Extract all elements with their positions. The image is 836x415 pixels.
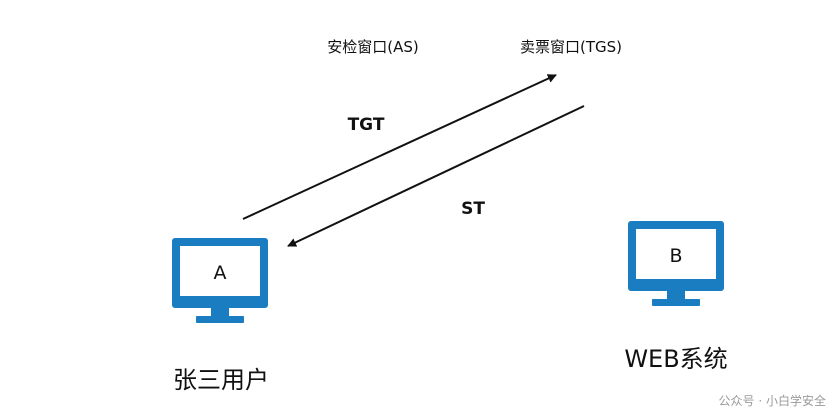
monitor-icon: B — [628, 221, 724, 306]
monitor-icon: A — [172, 238, 268, 323]
monitor-b-base — [652, 299, 700, 306]
as-window-label: 安检窗口(AS) — [327, 38, 419, 56]
monitor-a-letter: A — [214, 262, 227, 284]
monitor-b-neck — [667, 291, 685, 299]
tgs-window-label: 卖票窗口(TGS) — [520, 38, 622, 56]
monitor-a-display — [180, 246, 260, 296]
monitor-a-neck — [211, 308, 229, 316]
monitor-b-display — [636, 229, 716, 279]
user-name-label: 张三用户 — [173, 366, 269, 394]
tgt-arrow — [242, 74, 557, 220]
watermark: 公众号 · 小白学安全 — [719, 393, 826, 408]
st-label: ST — [461, 199, 485, 219]
monitor-b-letter: B — [669, 245, 682, 267]
tgt-label: TGT — [348, 115, 385, 135]
st-arrow — [287, 105, 585, 247]
monitor-a-base — [196, 316, 244, 323]
web-system-label: WEB系统 — [624, 345, 727, 373]
